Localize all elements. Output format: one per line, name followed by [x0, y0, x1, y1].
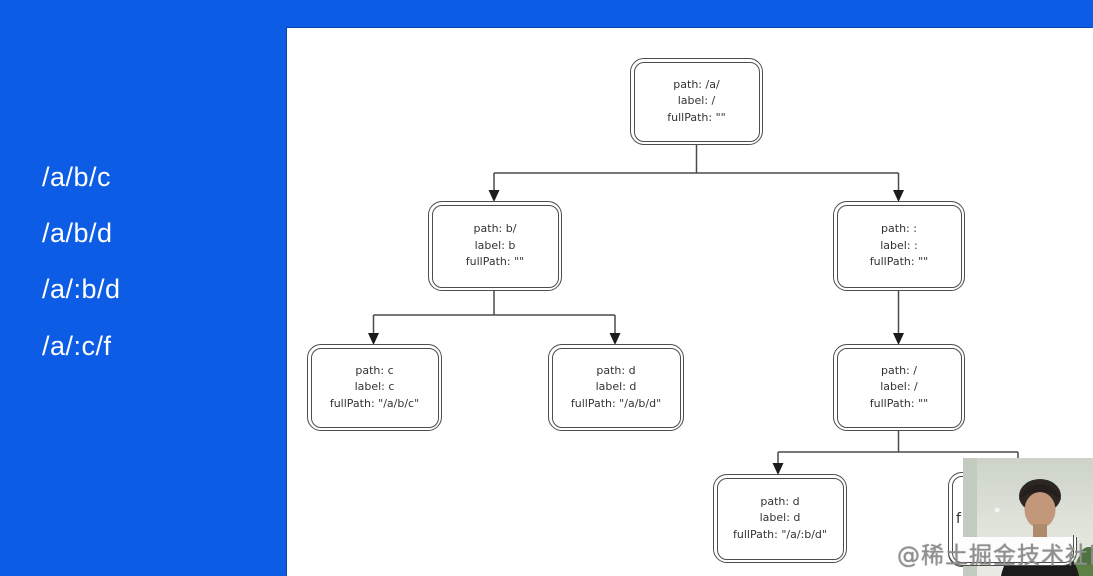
- node-fullpath-line: fullPath: "/a/b/c": [329, 396, 420, 410]
- node-fullpath-line: fullPath: "/a/b/d": [570, 396, 662, 410]
- route-path-2: /a/b/d: [42, 218, 113, 248]
- node-label-line: label: /: [880, 380, 918, 394]
- node-fullpath-line: fullPath: "": [465, 255, 525, 269]
- node-slash: path: / label: / fullPath: "": [833, 344, 965, 431]
- node-path-line: path: d: [596, 363, 636, 377]
- watermark: @稀土掘金技术社区: [897, 543, 1093, 569]
- node-label-line: label: /: [677, 94, 716, 108]
- node-label-line: label: d: [595, 380, 637, 394]
- node-b: path: b/ label: b fullPath: "": [428, 201, 562, 291]
- node-root: path: /a/ label: / fullPath: "": [630, 58, 763, 145]
- node-d-right: path: d label: d fullPath: "/a/:b/d": [713, 474, 847, 563]
- node-partially-hidden-visible-text: f: [956, 511, 961, 527]
- route-path-1: /a/b/c: [42, 162, 112, 192]
- node-path-line: path: :: [881, 222, 917, 236]
- node-fullpath-line: fullPath: "/a/:b/d": [733, 527, 827, 541]
- node-path-line: path: /a/: [673, 77, 720, 91]
- route-path-3: /a/:b/d: [42, 274, 121, 304]
- node-d-left: path: d label: d fullPath: "/a/b/d": [548, 344, 684, 431]
- node-partially-hidden-bottom-edge: [948, 535, 1077, 566]
- node-fullpath-line: fullPath: "": [869, 255, 929, 269]
- node-path-line: path: /: [881, 363, 917, 377]
- node-colon: path: : label: : fullPath: "": [833, 201, 965, 291]
- node-fullpath-line: fullPath: "": [869, 396, 929, 410]
- node-fullpath-line: fullPath: "": [667, 110, 726, 124]
- node-path-line: path: b/: [473, 222, 517, 236]
- node-label-line: label: b: [474, 238, 516, 252]
- node-label-line: label: :: [880, 238, 918, 252]
- node-c: path: c label: c fullPath: "/a/b/c": [307, 344, 442, 431]
- node-label-line: label: c: [354, 380, 395, 394]
- route-path-4: /a/:c/f: [42, 331, 112, 361]
- node-path-line: path: d: [760, 494, 800, 508]
- node-label-line: label: d: [759, 511, 801, 525]
- node-path-line: path: c: [355, 363, 394, 377]
